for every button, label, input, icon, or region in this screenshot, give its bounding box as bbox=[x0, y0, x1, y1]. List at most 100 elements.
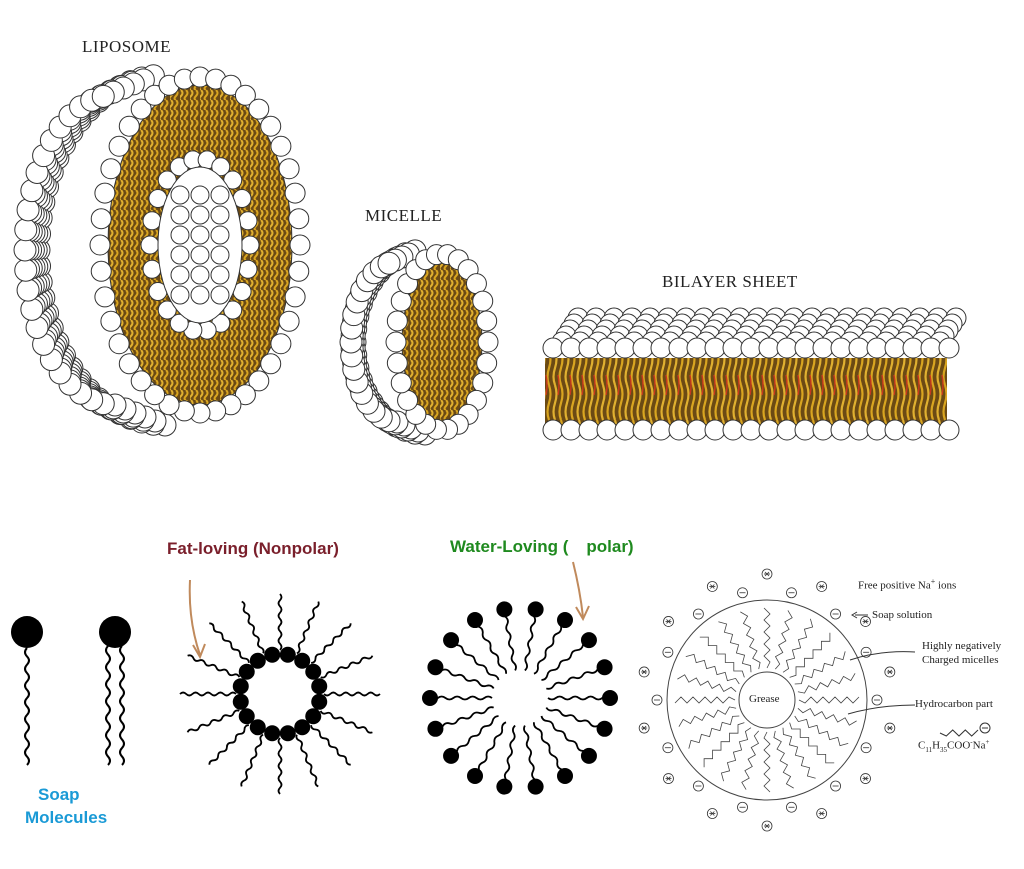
reverse-micelle-head bbox=[249, 719, 266, 736]
reverse-micelle-tail bbox=[296, 601, 320, 655]
ion-symbols bbox=[638, 568, 896, 832]
reverse-micelle-head bbox=[232, 678, 249, 695]
free-ions-text: Free positive Na bbox=[858, 579, 931, 592]
soap-molecules bbox=[11, 616, 131, 766]
liposome-core-head bbox=[210, 185, 230, 205]
normal-micelle-head bbox=[557, 612, 573, 629]
bilayer-upper-head bbox=[776, 337, 798, 359]
reverse-micelle-tail bbox=[319, 710, 373, 734]
bilayer-upper-head bbox=[686, 337, 708, 359]
reverse-micelle-tail bbox=[323, 691, 381, 697]
hydrocarbon-tails bbox=[674, 607, 860, 793]
bilayer-lower-head bbox=[758, 419, 780, 441]
liposome-rim-head bbox=[118, 353, 140, 375]
micelle-rim-head bbox=[476, 310, 498, 332]
charged-micelles-pointer bbox=[849, 651, 916, 661]
liposome-rim-head bbox=[100, 310, 122, 332]
liposome-core-head bbox=[170, 205, 190, 225]
normal-micelle bbox=[422, 601, 618, 795]
bilayer-lower-head bbox=[650, 419, 672, 441]
liposome-outer-head bbox=[14, 258, 38, 282]
liposome-inner-head bbox=[140, 235, 160, 255]
soap-molecule-tail-2b bbox=[119, 645, 125, 766]
liposome-rim-head bbox=[94, 286, 116, 308]
hydrocarbon-tail bbox=[718, 621, 752, 673]
liposome-outer-head bbox=[16, 198, 40, 222]
hydrocarbon-tail bbox=[703, 722, 745, 768]
bilayer-lower-head bbox=[938, 419, 960, 441]
bilayer-lower-head bbox=[632, 419, 654, 441]
liposome-rim-head bbox=[90, 208, 112, 230]
normal-micelle-head bbox=[557, 767, 573, 784]
liposome-core-head bbox=[210, 205, 230, 225]
reverse-micelle-tail bbox=[277, 737, 283, 795]
hydrocarbon-label: Hydrocarbon part bbox=[915, 698, 993, 710]
liposome-inner-head bbox=[142, 259, 162, 279]
liposome-core-head bbox=[170, 185, 190, 205]
liposome-core-head bbox=[210, 265, 230, 285]
bilayer-tails bbox=[545, 358, 947, 426]
liposome bbox=[13, 64, 311, 437]
normal-micelle-tail bbox=[503, 724, 516, 788]
bilayer-upper-head bbox=[560, 337, 582, 359]
liposome-core-head bbox=[190, 225, 210, 245]
liposome-outer-head bbox=[91, 84, 115, 108]
liposome-rim-head bbox=[234, 84, 256, 106]
normal-micelle-head bbox=[527, 601, 544, 618]
liposome-rim-head bbox=[270, 333, 292, 355]
reverse-micelle-tail bbox=[186, 709, 240, 733]
formula-na: Na bbox=[972, 739, 986, 752]
free-ions-sup: + bbox=[930, 577, 936, 586]
bilayer-upper-head bbox=[596, 337, 618, 359]
liposome-rim-head bbox=[158, 394, 180, 416]
micelle bbox=[339, 239, 499, 446]
liposome-rim-head bbox=[108, 135, 130, 157]
soap-molecule-tail-2a bbox=[105, 645, 111, 766]
soap-label-line2: Molecules bbox=[25, 808, 108, 827]
liposome-outer-head bbox=[14, 218, 38, 242]
bilayer-lower-head bbox=[722, 419, 744, 441]
micelle-heads bbox=[339, 239, 437, 446]
hydrocarbon-tail bbox=[794, 651, 846, 685]
bilayer-upper-head bbox=[614, 337, 636, 359]
hydrocarbon-tail bbox=[797, 707, 857, 726]
liposome-core-head bbox=[170, 245, 190, 265]
bilayer-upper-head bbox=[650, 337, 672, 359]
reverse-micelle bbox=[179, 593, 381, 795]
liposome-outer-head bbox=[20, 297, 44, 321]
liposome-rim-head bbox=[90, 260, 112, 282]
micelle-label: MICELLE bbox=[365, 206, 443, 225]
micelle-head bbox=[377, 251, 401, 275]
bilayer-upper-head bbox=[902, 337, 924, 359]
bilayer-lower-head bbox=[614, 419, 636, 441]
liposome-inner-head bbox=[238, 211, 258, 231]
normal-micelle-tail bbox=[540, 715, 590, 757]
hydrocarbon-tail bbox=[688, 715, 740, 749]
bilayer-lower-head bbox=[542, 419, 564, 441]
formula-h: H bbox=[932, 739, 941, 752]
liposome-core-head bbox=[190, 245, 210, 265]
hydrocarbon-pointer bbox=[847, 704, 916, 715]
normal-micelle-head bbox=[443, 632, 460, 649]
bilayer-upper-head bbox=[812, 337, 834, 359]
reverse-micelle-tail bbox=[295, 734, 319, 788]
liposome-rim-head bbox=[278, 158, 300, 180]
bilayer-lower-head bbox=[740, 419, 762, 441]
normal-micelle-tail bbox=[541, 639, 589, 681]
normal-micelle-tail bbox=[502, 608, 517, 671]
bilayer-lower-head bbox=[902, 419, 924, 441]
bilayer-upper-head bbox=[722, 337, 744, 359]
normal-micelle-tail bbox=[450, 639, 500, 681]
liposome-core-head bbox=[170, 225, 190, 245]
liposome-rim-head bbox=[270, 135, 292, 157]
normal-micelle-head bbox=[496, 778, 513, 795]
formula-sup-minus: - bbox=[970, 738, 973, 746]
reverse-micelle-tail bbox=[310, 725, 351, 766]
hydrocarbon-tail bbox=[740, 611, 761, 670]
bilayer-upper-head bbox=[794, 337, 816, 359]
bilayer-upper-head bbox=[848, 337, 870, 359]
liposome-rim-head bbox=[220, 74, 242, 96]
water-loving-label-part1: Water-Loving ( bbox=[450, 537, 569, 556]
liposome-outer-heads bbox=[13, 64, 177, 437]
hydrocarbon-tail bbox=[677, 674, 737, 693]
